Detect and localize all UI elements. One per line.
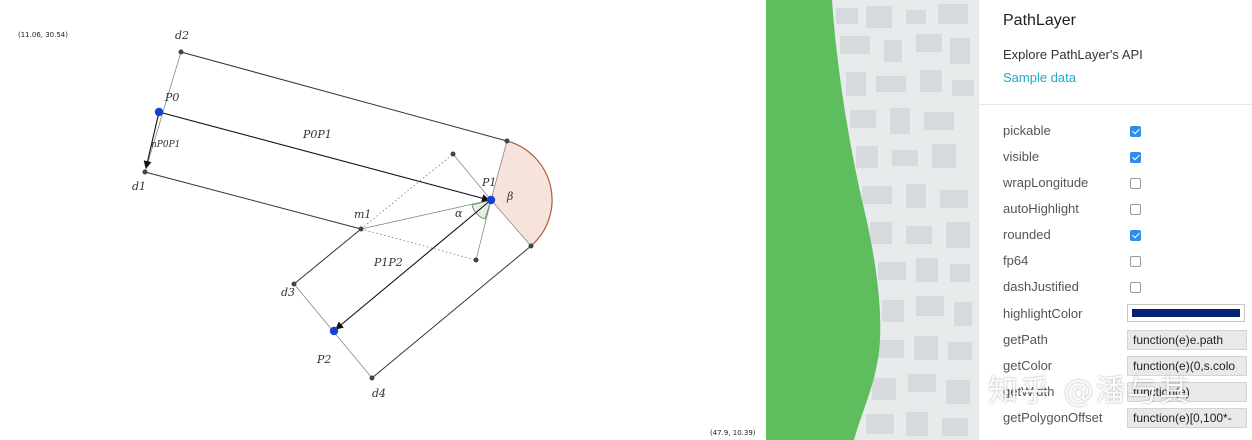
label-p2: P2 xyxy=(316,353,331,366)
prop-row-pickable: pickable xyxy=(1003,122,1249,148)
checkbox-visible[interactable] xyxy=(1130,152,1141,163)
prop-row-wraplongitude: wrapLongitude xyxy=(1003,174,1249,200)
dotted-upper xyxy=(360,153,454,230)
point-top xyxy=(504,138,510,144)
prop-row-visible: visible xyxy=(1003,148,1249,174)
point-p1 xyxy=(486,195,496,205)
prop-label-fp64: fp64 xyxy=(1003,253,1029,268)
point-m1 xyxy=(358,226,364,232)
point-d3 xyxy=(291,281,297,287)
edge-d1-m1 xyxy=(144,171,362,230)
point-helper-upper xyxy=(450,151,456,157)
label-d3: d3 xyxy=(281,286,295,299)
map-view[interactable] xyxy=(766,0,978,440)
panel-subtitle: Explore PathLayer's API xyxy=(1003,47,1143,62)
prop-label-getpolygonoffset: getPolygonOffset xyxy=(1003,410,1103,425)
helper-upper xyxy=(452,153,492,201)
prop-row-dashjustified: dashJustified xyxy=(1003,278,1249,304)
getwidth-input[interactable]: function(e) xyxy=(1127,382,1247,402)
point-p0 xyxy=(154,107,164,117)
coord-top-left: (11.06, 30.54) xyxy=(18,31,68,39)
prop-row-fp64: fp64 xyxy=(1003,252,1249,278)
point-bottom xyxy=(528,243,534,249)
checkbox-fp64[interactable] xyxy=(1130,256,1141,267)
map-canvas[interactable] xyxy=(766,0,978,440)
edge-d4-bottom xyxy=(371,245,532,379)
point-d4 xyxy=(369,375,375,381)
label-d2: d2 xyxy=(175,29,189,42)
getcolor-input[interactable]: function(e)(0,s.colo xyxy=(1127,356,1247,376)
line-m1-p1 xyxy=(360,199,492,230)
prop-label-getwidth: getWidth xyxy=(1003,384,1055,399)
label-m1: m1 xyxy=(354,208,371,221)
control-panel: PathLayer Explore PathLayer's API Sample… xyxy=(978,0,1252,440)
label-d1: d1 xyxy=(132,180,146,193)
normal-vector xyxy=(143,111,160,169)
prop-label-pickable: pickable xyxy=(1003,123,1051,138)
checkbox-rounded[interactable] xyxy=(1130,230,1141,241)
getpath-input[interactable]: function(e)e.path xyxy=(1127,330,1247,350)
prop-label-autohighlight: autoHighlight xyxy=(1003,201,1079,216)
prop-label-getpath: getPath xyxy=(1003,332,1048,347)
prop-label-visible: visible xyxy=(1003,149,1040,164)
panel-title: PathLayer xyxy=(1003,12,1076,29)
point-d2 xyxy=(178,49,184,55)
prop-row-getpath: getPath function(e)e.path xyxy=(1003,330,1249,357)
label-d4: d4 xyxy=(372,387,386,400)
map-buildings xyxy=(836,4,974,436)
prop-row-getpolygonoffset: getPolygonOffset function(e)[0,100*- xyxy=(1003,408,1249,435)
prop-row-getwidth: getWidth function(e) xyxy=(1003,382,1249,409)
prop-label-dashjustified: dashJustified xyxy=(1003,279,1079,294)
vector-p1-p2 xyxy=(335,199,492,330)
prop-label-highlightcolor: highlightColor xyxy=(1003,306,1083,321)
helper-lower xyxy=(475,199,492,261)
coord-bottom-right: (47.9, 10.39) xyxy=(710,429,756,437)
point-p2 xyxy=(329,326,339,336)
prop-row-getcolor: getColor function(e)(0,s.colo xyxy=(1003,356,1249,383)
edge-m1-d3 xyxy=(293,228,362,285)
label-normal: nP0P1 xyxy=(151,140,180,150)
panel-divider xyxy=(979,104,1252,105)
label-p0: P0 xyxy=(164,91,179,104)
label-vector-p0p1: P0P1 xyxy=(302,128,332,141)
label-beta: β xyxy=(506,190,513,203)
checkbox-wraplongitude[interactable] xyxy=(1130,178,1141,189)
alpha-sector xyxy=(471,199,492,220)
prop-label-getcolor: getColor xyxy=(1003,358,1053,373)
prop-label-rounded: rounded xyxy=(1003,227,1051,242)
prop-row-rounded: rounded xyxy=(1003,226,1249,252)
prop-row-autohighlight: autoHighlight xyxy=(1003,200,1249,226)
beta-arc xyxy=(506,140,553,247)
diagram-canvas: (11.06, 30.54) (47.9, 10.39) xyxy=(18,29,756,437)
edge-p1-bottom xyxy=(490,199,532,247)
point-d1 xyxy=(142,169,148,175)
getpolygonoffset-input[interactable]: function(e)[0,100*- xyxy=(1127,408,1247,428)
label-p1: P1 xyxy=(481,176,496,189)
prop-row-highlightcolor: highlightColor xyxy=(1003,304,1249,331)
edge-top-p1 xyxy=(490,140,508,201)
checkbox-autohighlight[interactable] xyxy=(1130,204,1141,215)
label-vector-p1p2: P1P2 xyxy=(373,256,403,269)
prop-label-wraplongitude: wrapLongitude xyxy=(1003,175,1089,190)
point-helper-lower xyxy=(473,257,479,263)
highlight-color-picker[interactable] xyxy=(1127,304,1245,322)
sample-data-link[interactable]: Sample data xyxy=(1003,70,1076,85)
beta-sector xyxy=(491,141,553,246)
green-path-area xyxy=(766,0,881,440)
edge-d2-top xyxy=(180,51,508,142)
vector-p0-p1 xyxy=(158,111,490,203)
checkbox-pickable[interactable] xyxy=(1130,126,1141,137)
label-alpha: α xyxy=(455,207,463,220)
checkbox-dashjustified[interactable] xyxy=(1130,282,1141,293)
watermark: 知乎 @潘与其 xyxy=(988,374,1192,409)
path-geometry-diagram: (11.06, 30.54) (47.9, 10.39) xyxy=(18,29,756,437)
color-swatch xyxy=(1132,309,1240,317)
